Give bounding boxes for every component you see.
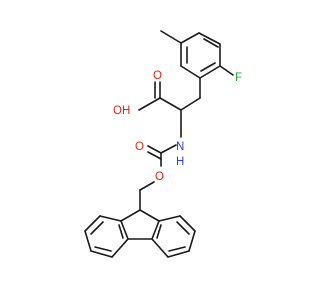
- carbamate-ester-oxygen-label: O: [155, 171, 164, 183]
- carbonyl-oxygen-label: O: [153, 70, 162, 82]
- fluorine-label: F: [235, 72, 242, 84]
- bond: [168, 246, 186, 252]
- bond: [120, 209, 141, 222]
- bond: [203, 38, 219, 48]
- bond: [180, 32, 200, 44]
- bond: [219, 65, 234, 76]
- amide-hydrogen-label: H: [176, 156, 184, 168]
- bond: [160, 144, 177, 154]
- bond: [200, 62, 216, 72]
- bond: [138, 97, 161, 111]
- bond: [180, 97, 201, 111]
- bond: [188, 230, 196, 252]
- bond-lines: [84, 30, 234, 258]
- molecule-structure: OH O N H O O F: [84, 30, 242, 258]
- bond: [151, 238, 169, 258]
- bond: [160, 30, 182, 44]
- bond: [139, 181, 155, 191]
- carbamate-carbonyl-oxygen-label: O: [135, 141, 144, 153]
- bond: [159, 97, 182, 111]
- bond: [156, 224, 162, 239]
- bond: [147, 145, 162, 154]
- bond: [180, 65, 201, 79]
- bond: [179, 215, 196, 232]
- bond: [176, 221, 190, 235]
- bond: [99, 215, 122, 222]
- bond: [199, 65, 221, 79]
- bond: [90, 250, 113, 258]
- bond: [90, 221, 104, 235]
- bond: [147, 151, 162, 160]
- amide-nitrogen-label: N: [176, 141, 184, 153]
- bond: [84, 230, 92, 252]
- bond: [139, 209, 160, 222]
- bond: [94, 246, 112, 252]
- hydroxyl-label: OH: [113, 105, 130, 117]
- bond: [151, 220, 160, 240]
- bond: [198, 32, 221, 45]
- bond: [120, 220, 129, 240]
- bond: [167, 250, 190, 258]
- bond: [84, 215, 101, 232]
- bond: [111, 238, 129, 258]
- bond: [158, 215, 181, 222]
- bond: [118, 224, 124, 239]
